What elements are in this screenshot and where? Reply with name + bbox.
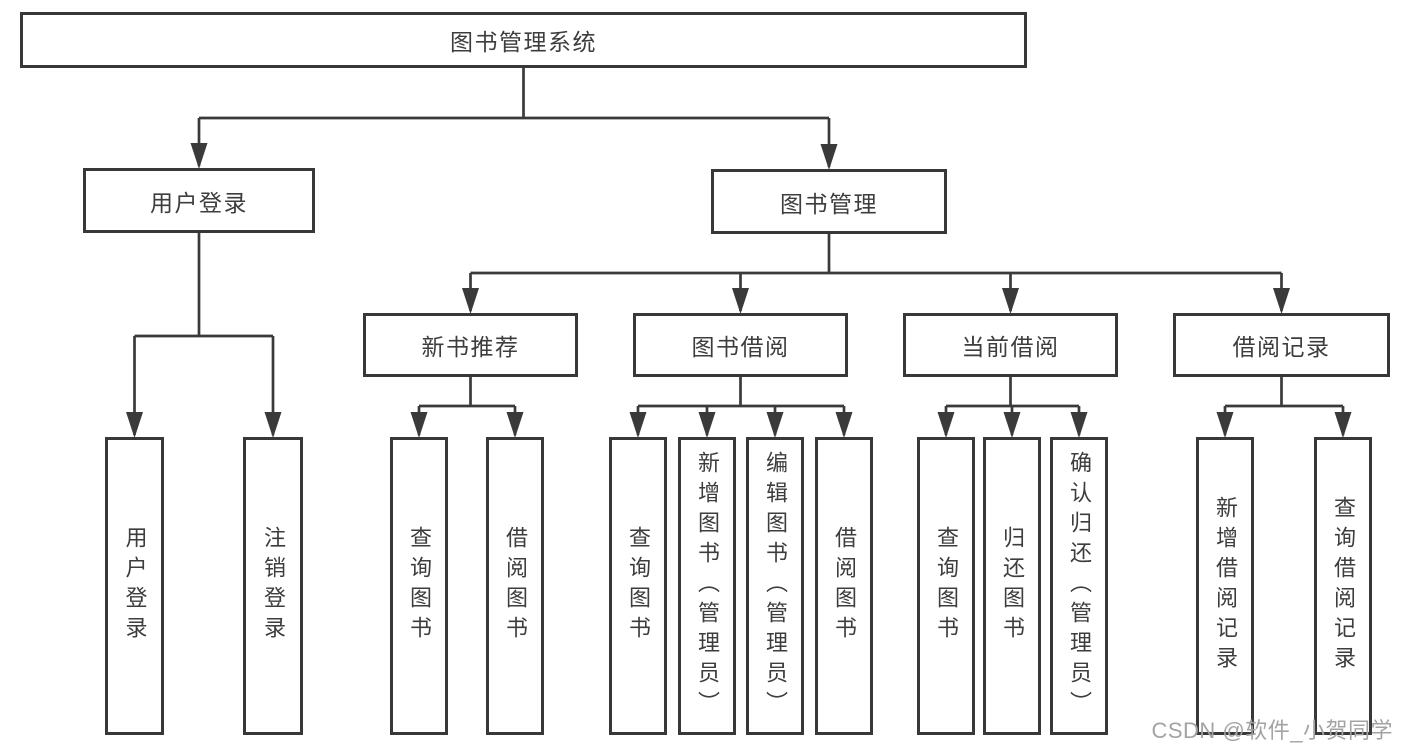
- arrowhead-icon: [462, 288, 479, 314]
- node-label-leaf-query-book-1: 查询图书: [407, 526, 432, 646]
- node-label-book-mgmt: 图书管理: [780, 190, 878, 217]
- node-borrow-records: 借阅记录: [1173, 313, 1390, 377]
- node-current-borrow: 当前借阅: [903, 313, 1118, 377]
- node-label-leaf-user-login: 用户登录: [122, 526, 148, 646]
- arrowhead-icon: [1216, 412, 1234, 438]
- arrowhead-icon: [1273, 288, 1290, 314]
- node-label-leaf-borrow-book-1: 借阅图书: [503, 526, 528, 646]
- node-leaf-query-record: 查询借阅记录: [1314, 437, 1372, 735]
- arrowhead-icon: [1334, 412, 1352, 438]
- node-label-leaf-logout: 注销登录: [261, 526, 286, 646]
- node-label-leaf-query-record: 查询借阅记录: [1331, 496, 1356, 676]
- watermark: CSDN @软件_小贺同学: [1151, 718, 1393, 743]
- node-label-borrow-records: 借阅记录: [1232, 334, 1331, 360]
- node-leaf-query-book-1: 查询图书: [390, 437, 448, 735]
- node-book-borrow: 图书借阅: [633, 313, 848, 377]
- node-label-leaf-edit-book: 编辑图书（管理员）: [763, 451, 788, 721]
- node-leaf-add-book: 新增图书（管理员）: [678, 437, 736, 735]
- node-leaf-add-record: 新增借阅记录: [1196, 437, 1254, 735]
- node-leaf-user-login: 用户登录: [105, 437, 164, 735]
- node-label-book-borrow: 图书借阅: [691, 334, 790, 360]
- arrowhead-icon: [410, 412, 428, 438]
- arrowhead-icon: [937, 412, 955, 438]
- node-book-mgmt: 图书管理: [711, 169, 947, 234]
- arrowhead-icon: [264, 412, 282, 438]
- arrowhead-icon: [766, 412, 784, 438]
- arrowhead-icon: [126, 412, 143, 438]
- node-label-user-login: 用户登录: [150, 189, 248, 216]
- arrowhead-icon: [698, 412, 716, 438]
- node-label-leaf-return-book: 归还图书: [1000, 526, 1025, 646]
- node-leaf-logout: 注销登录: [243, 437, 303, 735]
- node-leaf-confirm-return: 确认归还（管理员）: [1050, 437, 1108, 735]
- node-leaf-edit-book: 编辑图书（管理员）: [746, 437, 804, 735]
- arrowhead-icon: [1070, 412, 1088, 438]
- node-root: 图书管理系统: [20, 12, 1027, 68]
- arrowhead-icon: [506, 412, 524, 438]
- node-label-new-book-rec: 新书推荐: [421, 334, 520, 360]
- node-leaf-query-book-3: 查询图书: [917, 437, 975, 735]
- node-label-leaf-borrow-book-2: 借阅图书: [832, 526, 857, 646]
- node-label-leaf-add-book: 新增图书（管理员）: [695, 451, 720, 721]
- arrowhead-icon: [1002, 288, 1019, 314]
- arrowhead-icon: [835, 412, 853, 438]
- arrowhead-icon: [629, 412, 647, 438]
- node-leaf-borrow-book-2: 借阅图书: [815, 437, 873, 735]
- node-label-leaf-query-book-2: 查询图书: [626, 526, 651, 646]
- node-label-leaf-confirm-return: 确认归还（管理员）: [1067, 451, 1092, 721]
- arrowhead-icon: [820, 144, 838, 170]
- node-label-leaf-add-record: 新增借阅记录: [1213, 496, 1238, 676]
- node-label-root: 图书管理系统: [450, 29, 597, 55]
- arrowhead-icon: [190, 143, 208, 169]
- node-user-login: 用户登录: [83, 168, 315, 233]
- arrowhead-icon: [1003, 412, 1021, 438]
- node-leaf-query-book-2: 查询图书: [609, 437, 667, 735]
- arrowhead-icon: [732, 288, 749, 314]
- node-leaf-return-book: 归还图书: [983, 437, 1041, 735]
- node-label-leaf-query-book-3: 查询图书: [934, 526, 959, 646]
- node-label-current-borrow: 当前借阅: [961, 334, 1060, 360]
- node-leaf-borrow-book-1: 借阅图书: [486, 437, 544, 735]
- node-new-book-rec: 新书推荐: [363, 313, 578, 377]
